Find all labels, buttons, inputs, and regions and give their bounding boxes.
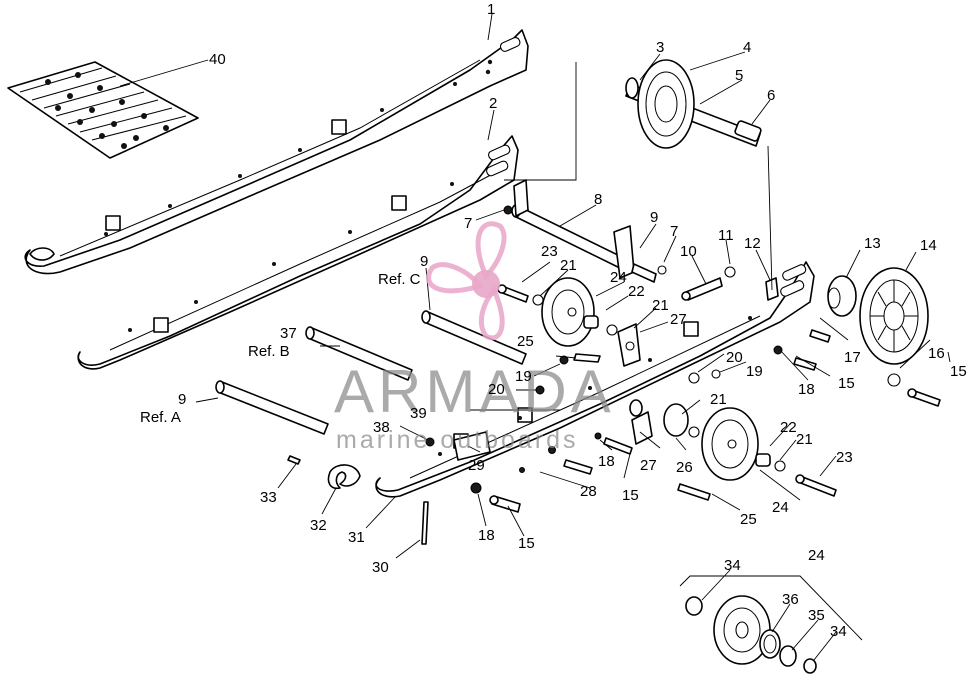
callout-label: 34 xyxy=(724,557,741,574)
part-8-cross-shaft xyxy=(503,179,667,283)
callout-label: 7 xyxy=(464,215,472,232)
callout-label: 24 xyxy=(772,499,789,516)
callout-label: 1 xyxy=(487,1,495,18)
part-13-14-rear-idler xyxy=(827,267,929,365)
callout-label: 15 xyxy=(838,375,855,392)
part-9-ref-a-shaft xyxy=(215,380,329,435)
part-24-26-lower-idler xyxy=(629,399,837,501)
part-24-wheel-assembly-exploded xyxy=(679,575,863,674)
callout-label: 3 xyxy=(656,39,664,56)
callout-label: 21 xyxy=(652,297,669,314)
callout-label: 9 xyxy=(650,209,658,226)
part-27-bracket xyxy=(617,323,653,445)
callout-label: 6 xyxy=(767,87,775,104)
callout-label: Ref. C xyxy=(378,271,421,288)
callout-label: 28 xyxy=(580,483,597,500)
callout-label: 24 xyxy=(610,269,627,286)
callout-label: 27 xyxy=(670,311,687,328)
callout-label: 9 xyxy=(420,253,428,270)
part-2-middle-rail xyxy=(77,135,519,370)
callout-label: 32 xyxy=(310,517,327,534)
part-40-track-clips xyxy=(7,61,199,159)
callout-label: 35 xyxy=(808,607,825,624)
callout-label: 14 xyxy=(920,237,937,254)
part-37-ref-b-shaft xyxy=(305,326,413,381)
leader-lines xyxy=(119,13,951,661)
callout-label: 23 xyxy=(541,243,558,260)
callout-label: 17 xyxy=(844,349,861,366)
callout-label: 24 xyxy=(808,547,825,564)
watermark-logo: ARMADA marine outboards xyxy=(334,221,615,454)
callout-label: 18 xyxy=(478,527,495,544)
part-10-12-hardware xyxy=(681,266,779,301)
callout-label: 21 xyxy=(796,431,813,448)
callout-label: 16 xyxy=(928,345,945,362)
callout-label: 4 xyxy=(743,39,751,56)
propeller-hub-icon xyxy=(472,270,500,298)
callout-label: 31 xyxy=(348,529,365,546)
callout-label: 25 xyxy=(517,333,534,350)
callout-label: 20 xyxy=(488,381,505,398)
callout-label: 9 xyxy=(178,391,186,408)
watermark-title: ARMADA xyxy=(334,358,615,425)
callout-label: 29 xyxy=(468,457,485,474)
callout-label: 19 xyxy=(746,363,763,380)
callout-label: 8 xyxy=(594,191,602,208)
callout-label: 26 xyxy=(676,459,693,476)
callout-label: 20 xyxy=(726,349,743,366)
callout-label: 21 xyxy=(560,257,577,274)
callout-label: 5 xyxy=(735,67,743,84)
callout-label: 23 xyxy=(836,449,853,466)
callout-label: 21 xyxy=(710,391,727,408)
callout-label: 33 xyxy=(260,489,277,506)
callout-label: 22 xyxy=(780,419,797,436)
callout-label: 15 xyxy=(518,535,535,552)
watermark-subtitle: marine outboards xyxy=(336,426,579,454)
callout-label: 13 xyxy=(864,235,881,252)
callout-label: 40 xyxy=(209,51,226,68)
callout-label: 15 xyxy=(622,487,639,504)
callout-label: 25 xyxy=(740,511,757,528)
callout-label: 36 xyxy=(782,591,799,608)
callout-label: 27 xyxy=(640,457,657,474)
callout-labels: 1 40 2 3 4 5 6 8 7 9 7 10 11 12 13 14 23… xyxy=(140,1,967,640)
part-15-33-front-hardware xyxy=(287,455,521,545)
callout-label: 15 xyxy=(950,363,967,380)
part-9-ref-c-shaft xyxy=(421,310,527,365)
callout-label: 18 xyxy=(598,453,615,470)
callout-label: 7 xyxy=(670,223,678,240)
callout-label: 39 xyxy=(410,405,427,422)
part-1-upper-rail xyxy=(24,29,529,275)
callout-label: 19 xyxy=(515,368,532,385)
part-21-25-mid-idler xyxy=(497,277,618,363)
propeller-logo-icon xyxy=(426,221,507,341)
callout-label: 30 xyxy=(372,559,389,576)
callout-label: Ref. B xyxy=(248,343,290,360)
callout-label: 38 xyxy=(373,419,390,436)
callout-label: 22 xyxy=(628,283,645,300)
callout-label: Ref. A xyxy=(140,409,181,426)
part-28-39-hardware xyxy=(425,431,593,475)
callout-label: 18 xyxy=(798,381,815,398)
callout-label: 12 xyxy=(744,235,761,252)
part-31-lower-rail xyxy=(375,261,815,498)
callout-label: 11 xyxy=(718,227,734,244)
callout-label: 37 xyxy=(280,325,297,342)
callout-label: 2 xyxy=(489,95,497,112)
callout-label: 34 xyxy=(830,623,847,640)
part-15-17-rear-hardware xyxy=(773,329,941,407)
part-3-6-front-axle-assembly xyxy=(625,59,762,149)
callout-label: 10 xyxy=(680,243,697,260)
